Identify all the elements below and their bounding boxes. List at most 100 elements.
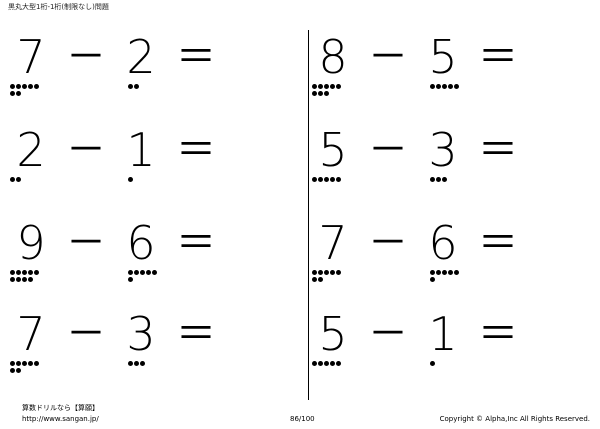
problem-6: 7－6＝ xyxy=(312,218,552,298)
count-dot xyxy=(318,84,323,89)
subtrahend: 5 xyxy=(428,30,458,84)
subtrahend-dots xyxy=(128,84,157,89)
minus-sign: － xyxy=(66,127,106,173)
count-dot xyxy=(128,277,133,282)
minus-sign: － xyxy=(368,127,408,173)
footer-url[interactable]: http://www.sangan.jp/ xyxy=(22,415,99,423)
minus-sign: － xyxy=(368,220,408,266)
problem-3: 2－1＝ xyxy=(10,125,250,205)
count-dot xyxy=(312,84,317,89)
problem-2: 8－5＝ xyxy=(312,32,552,112)
minuend: 2 xyxy=(16,123,46,177)
count-dot xyxy=(324,84,329,89)
equals-sign: ＝ xyxy=(478,311,518,357)
problem-4: 5－3＝ xyxy=(312,125,552,205)
minus-sign: － xyxy=(66,220,106,266)
subtrahend-dots xyxy=(128,270,157,282)
count-dot xyxy=(128,177,133,182)
count-dot xyxy=(140,270,145,275)
count-dot xyxy=(324,270,329,275)
column-divider xyxy=(308,30,309,400)
subtrahend-dots xyxy=(430,177,459,182)
count-dot xyxy=(16,270,21,275)
count-dot xyxy=(16,277,21,282)
count-dot xyxy=(442,84,447,89)
count-dot xyxy=(336,361,341,366)
count-dot xyxy=(330,270,335,275)
subtrahend-dots xyxy=(430,361,459,366)
minuend: 8 xyxy=(318,30,348,84)
subtrahend: 2 xyxy=(126,30,156,84)
count-dot xyxy=(22,84,27,89)
subtrahend: 3 xyxy=(126,307,156,361)
count-dot xyxy=(28,84,33,89)
count-dot xyxy=(22,270,27,275)
count-dot xyxy=(312,177,317,182)
count-dot xyxy=(436,270,441,275)
minuend-dots xyxy=(10,177,39,182)
count-dot xyxy=(318,270,323,275)
minuend-dots xyxy=(312,270,341,282)
count-dot xyxy=(28,277,33,282)
count-dot xyxy=(430,277,435,282)
subtrahend-dots xyxy=(430,270,459,282)
count-dot xyxy=(312,361,317,366)
copyright: Copyright © Alpha,Inc All Rights Reserve… xyxy=(439,415,590,423)
equals-sign: ＝ xyxy=(176,220,216,266)
count-dot xyxy=(436,177,441,182)
subtrahend-dots xyxy=(128,177,157,182)
count-dot xyxy=(22,277,27,282)
minuend: 7 xyxy=(16,30,46,84)
subtrahend: 1 xyxy=(126,123,156,177)
minuend: 9 xyxy=(16,216,46,270)
count-dot xyxy=(10,270,15,275)
count-dot xyxy=(134,361,139,366)
equals-sign: ＝ xyxy=(478,127,518,173)
count-dot xyxy=(134,270,139,275)
problem-7: 7－3＝ xyxy=(10,309,250,389)
minuend: 5 xyxy=(318,307,348,361)
count-dot xyxy=(318,91,323,96)
subtrahend-dots xyxy=(128,361,157,366)
count-dot xyxy=(318,177,323,182)
count-dot xyxy=(16,368,21,373)
count-dot xyxy=(16,177,21,182)
count-dot xyxy=(442,270,447,275)
count-dot xyxy=(34,270,39,275)
count-dot xyxy=(10,361,15,366)
count-dot xyxy=(430,84,435,89)
problem-1: 7－2＝ xyxy=(10,32,250,112)
minuend-dots xyxy=(312,177,341,182)
count-dot xyxy=(16,91,21,96)
count-dot xyxy=(28,361,33,366)
count-dot xyxy=(430,270,435,275)
count-dot xyxy=(140,361,145,366)
count-dot xyxy=(28,270,33,275)
count-dot xyxy=(330,361,335,366)
subtrahend-dots xyxy=(430,84,459,89)
count-dot xyxy=(128,84,133,89)
subtrahend: 6 xyxy=(126,216,156,270)
count-dot xyxy=(134,84,139,89)
count-dot xyxy=(312,270,317,275)
minuend-dots xyxy=(10,84,39,96)
count-dot xyxy=(34,84,39,89)
count-dot xyxy=(454,84,459,89)
minuend-dots xyxy=(312,84,341,96)
count-dot xyxy=(336,84,341,89)
count-dot xyxy=(146,270,151,275)
minuend-dots xyxy=(10,361,39,373)
page-number: 86/100 xyxy=(290,415,315,423)
count-dot xyxy=(10,277,15,282)
minuend: 7 xyxy=(318,216,348,270)
count-dot xyxy=(324,361,329,366)
minus-sign: － xyxy=(368,34,408,80)
minuend-dots xyxy=(10,270,39,282)
count-dot xyxy=(318,361,323,366)
count-dot xyxy=(312,277,317,282)
count-dot xyxy=(312,91,317,96)
count-dot xyxy=(324,91,329,96)
minuend-dots xyxy=(312,361,341,366)
page-title: 黒丸大型1桁-1桁(制限なし)問題 xyxy=(8,3,109,11)
count-dot xyxy=(330,177,335,182)
